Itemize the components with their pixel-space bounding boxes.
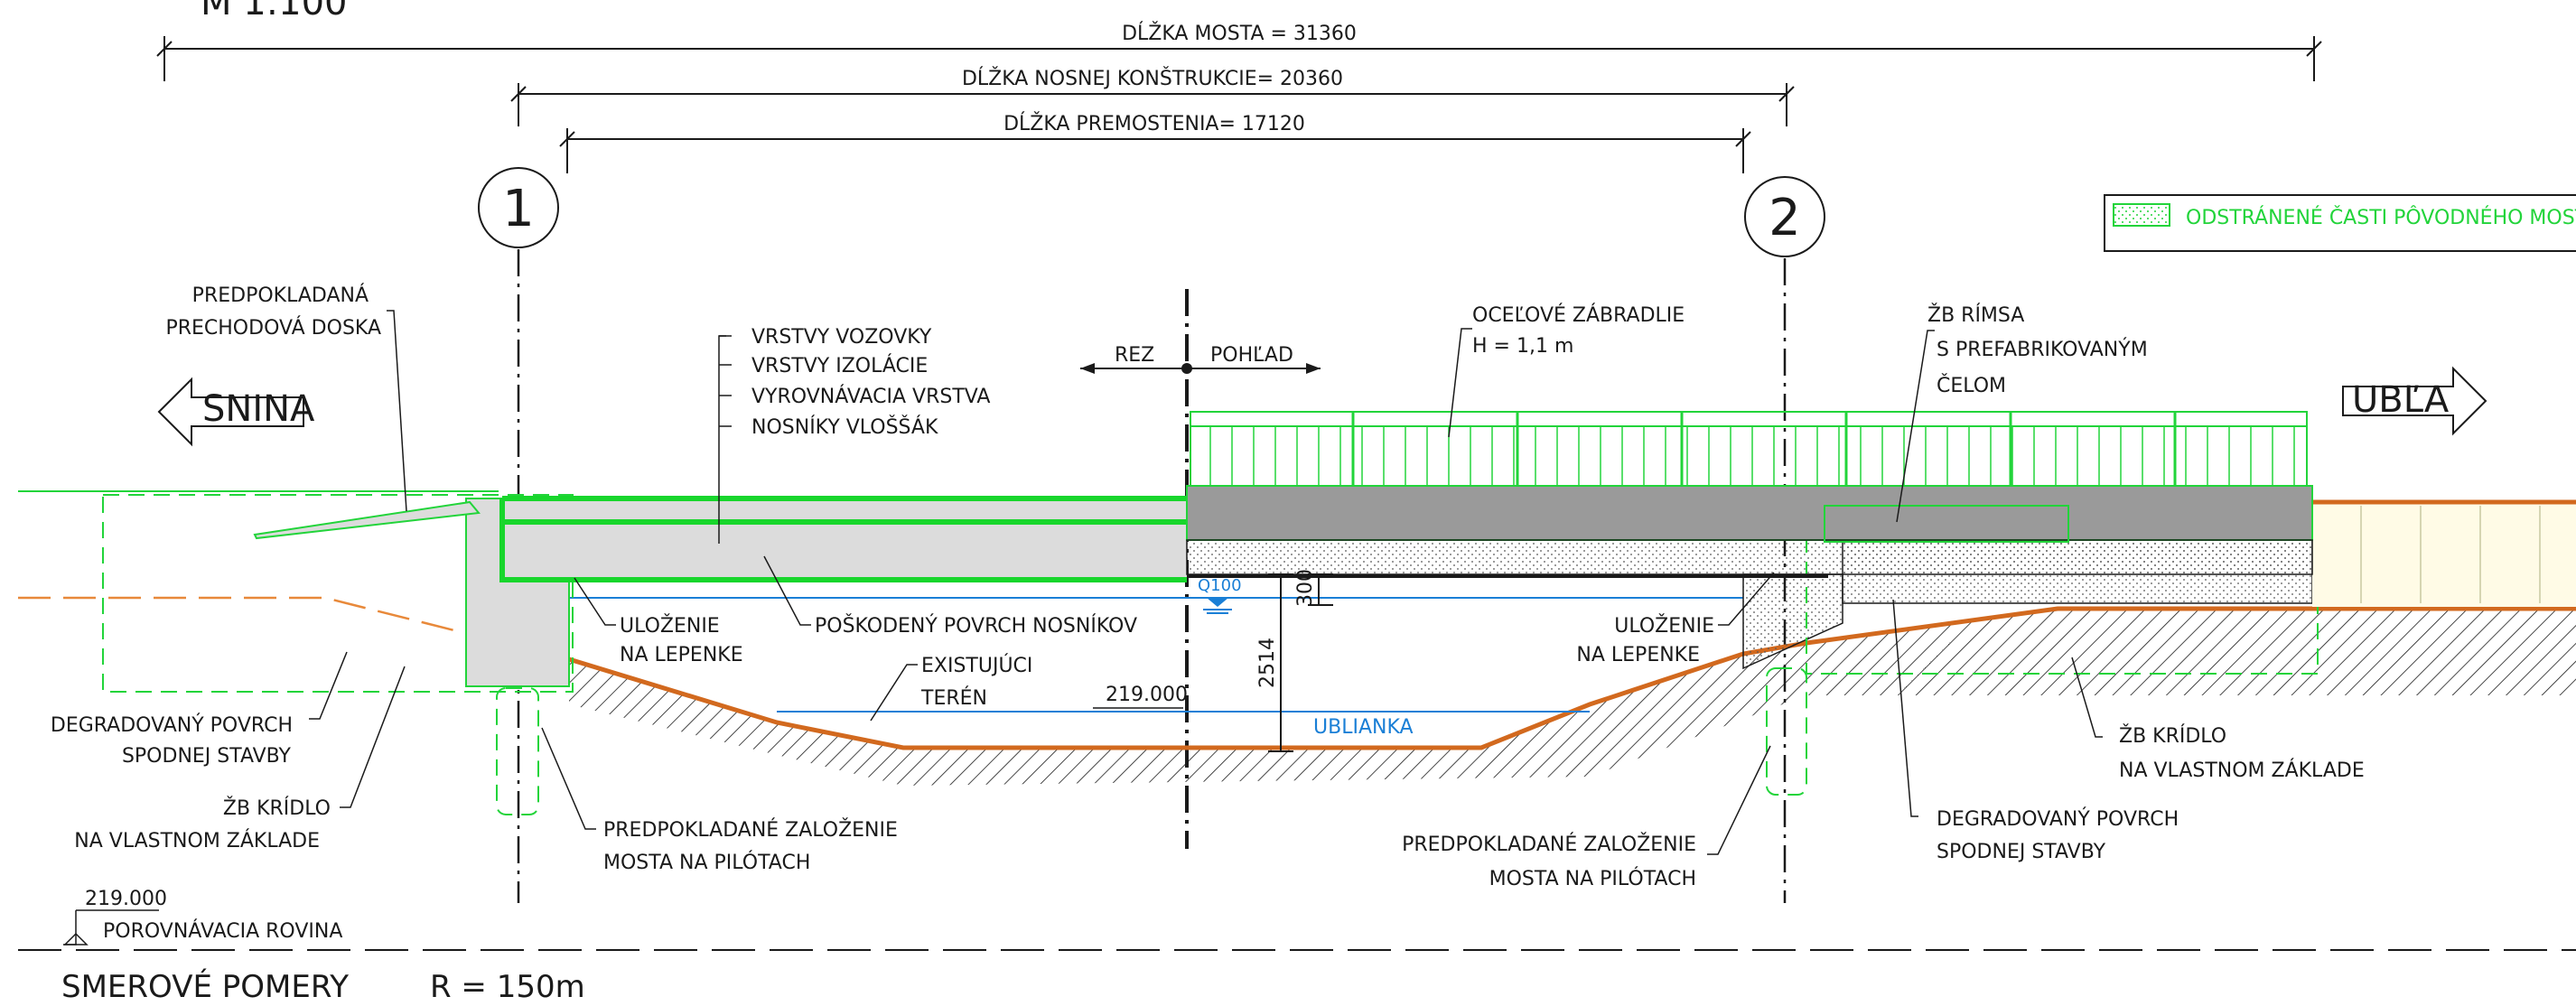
flood-marker — [1203, 598, 1232, 614]
flood-label: Q100 — [1198, 576, 1242, 595]
terrain-label-1: EXISTUJÚCI — [921, 654, 1032, 677]
piles-left-label-1: PREDPOKLADANÉ ZALOŽENIE — [603, 818, 898, 842]
degraded-right-label-2: SPODNEJ STAVBY — [1937, 841, 2106, 863]
wing-left-label-2: NA VLASTNOM ZÁKLADE — [74, 829, 320, 852]
layers-label-3: VYROVNÁVACIA VRSTVA — [751, 385, 990, 408]
cornice-label-1: ŽB RÍMSA — [1927, 303, 2024, 327]
bridge-deck — [499, 411, 2313, 582]
direction-snina: SNINA — [157, 377, 315, 447]
railing-label-1: OCEĽOVÉ ZÁBRADLIE — [1472, 303, 1685, 327]
wing-left-label-1: ŽB KRÍDLO — [223, 796, 331, 820]
bearing-right-label-1: ULOŽENIE — [1614, 614, 1714, 638]
section-view-text: POHĽAD — [1210, 344, 1293, 367]
degraded-left-label-2: SPODNEJ STAVBY — [122, 745, 292, 768]
scale-label: M 1:100 — [201, 0, 348, 23]
depth-text: 2514 — [1256, 638, 1279, 688]
piles-right-label-1: PREDPOKLADANÉ ZALOŽENIE — [1402, 833, 1696, 856]
section-cut-text: REZ — [1115, 344, 1154, 367]
bearing-right-label-2: NA LEPENKE — [1576, 644, 1700, 666]
structure-length-text: DĹŽKA NOSNEJ KONŠTRUKCIE= 20360 — [962, 67, 1343, 90]
terrain-label-2: TERÉN — [920, 686, 987, 710]
wing-right-label-1: ŽB KRÍDLO — [2119, 724, 2226, 748]
alignment-radius: R = 150m — [430, 969, 585, 1005]
direction-snina-text: SNINA — [202, 388, 315, 430]
degraded-left-label-1: DEGRADOVANÝ POVRCH — [51, 713, 293, 737]
clearance-text: 300 — [1294, 569, 1317, 607]
dimension-structure-length: DĹŽKA NOSNEJ KONŠTRUKCIE= 20360 — [510, 67, 1795, 126]
leader-lines — [309, 310, 2103, 855]
transition-slab-label-2: PRECHODOVÁ DOSKA — [165, 316, 381, 340]
datum-name-text: POROVNÁVACIA ROVINA — [103, 919, 342, 943]
direction-ubla-text: UBĽA — [2352, 379, 2450, 421]
cornice-label-3: ČELOM — [1937, 374, 2006, 397]
transition-slab-label-1: PREDPOKLADANÁ — [192, 284, 369, 307]
bridge-length-text: DĹŽKA MOSTA = 31360 — [1122, 22, 1357, 45]
river-label: UBLIANKA — [1313, 716, 1414, 739]
section-marker: REZ POHĽAD — [1080, 344, 1321, 374]
clearance-dimension: 300 — [1294, 569, 1333, 607]
depth-dimension: 2514 — [1256, 573, 1293, 752]
datum-level-text: 219.000 — [85, 888, 167, 910]
bearing-left-label-2: NA LEPENKE — [620, 644, 743, 666]
legend-box: ODSTRÁNENÉ ČASTI PÔVODNÉHO MOST — [2104, 194, 2576, 252]
layers-label-1: VRSTVY VOZOVKY — [751, 326, 932, 349]
layers-label-4: NOSNÍKY VLOŠŠÁK — [751, 415, 938, 439]
railing-label-2: H = 1,1 m — [1472, 335, 1573, 358]
piles-left-label-2: MOSTA NA PILÓTACH — [603, 851, 810, 874]
dimension-bridge-length: DĹŽKA MOSTA = 31360 — [156, 22, 2322, 81]
legend-text: ODSTRÁNENÉ ČASTI PÔVODNÉHO MOST — [2186, 206, 2576, 229]
cornice-label-2: S PREFABRIKOVANÝM — [1937, 338, 2148, 361]
alignment-title: SMEROVÉ POMERY — [61, 968, 349, 1005]
damaged-beams-label: POŠKODENÝ POVRCH NOSNÍKOV — [815, 614, 1137, 638]
dimension-span-length: DĹŽKA PREMOSTENIA= 17120 — [559, 112, 1751, 173]
axis-2-number: 2 — [1769, 189, 1801, 247]
datum-marker: 219.000 POROVNÁVACIA ROVINA — [63, 888, 342, 945]
layers-label-2: VRSTVY IZOLÁCIE — [751, 354, 928, 377]
axis-1: 1 — [478, 167, 559, 903]
piles-right-label-2: MOSTA NA PILÓTACH — [1489, 867, 1696, 890]
left-abutment — [18, 490, 574, 815]
water-level-label: 219.000 — [1106, 684, 1188, 706]
axis-1-number: 1 — [502, 180, 535, 238]
direction-ubla: UBĽA — [2342, 366, 2487, 436]
legend-swatch — [2113, 203, 2170, 227]
wing-right-label-2: NA VLASTNOM ZÁKLADE — [2119, 759, 2365, 782]
bearing-left-label-1: ULOŽENIE — [620, 614, 720, 638]
span-length-text: DĹŽKA PREMOSTENIA= 17120 — [1003, 112, 1305, 135]
degraded-right-label-1: DEGRADOVANÝ POVRCH — [1937, 807, 2179, 831]
